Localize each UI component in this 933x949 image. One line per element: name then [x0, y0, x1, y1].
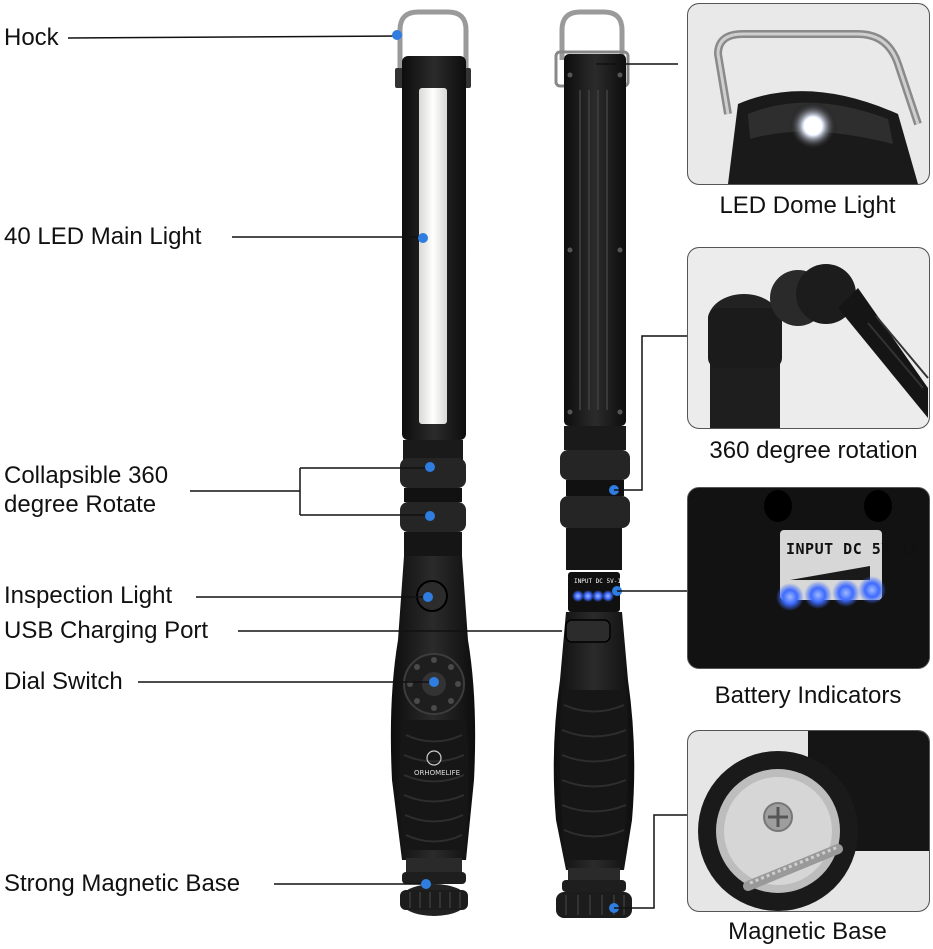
- magnetic-photo: [688, 731, 929, 911]
- main-led-panel: [419, 88, 447, 424]
- caption-battery: Battery Indicators: [714, 682, 902, 709]
- label-inspection: Inspection Light: [4, 582, 173, 609]
- label-rotate-line2: degree Rotate: [4, 491, 157, 518]
- label-rotate-line1: Collapsible 360: [4, 462, 169, 489]
- back-view-light: [553, 9, 635, 918]
- callout-lines-left: [67, 35, 562, 885]
- dome-light-photo: [688, 4, 929, 184]
- panel-battery: INPUT DC 5V-1A: [687, 487, 930, 669]
- hook: [397, 9, 469, 82]
- caption-magnetic: Magnetic Base: [728, 918, 887, 945]
- panel-magnetic: [687, 730, 930, 912]
- front-view-light: [390, 9, 476, 916]
- panel-rotation: [687, 247, 930, 429]
- mini-input-label: INPUT DC 5V-1A: [574, 578, 625, 585]
- brand-name: ORHOMELIFE: [414, 769, 461, 777]
- caption-dome-light: LED Dome Light: [719, 192, 896, 219]
- usb-port-cover: [565, 619, 611, 643]
- label-hook: Hock: [4, 24, 59, 51]
- callout-markers: [392, 30, 622, 913]
- battery-photo: [688, 488, 929, 668]
- callout-lines-right: [596, 63, 688, 909]
- battery-input-label: INPUT DC 5V-1A: [786, 540, 920, 558]
- label-dial: Dial Switch: [4, 668, 123, 695]
- brand-logo: [426, 750, 442, 766]
- label-main-light: 40 LED Main Light: [4, 223, 202, 250]
- panel-dome-light: [687, 3, 930, 185]
- caption-rotation: 360 degree rotation: [709, 437, 918, 464]
- label-magnetic-base: Strong Magnetic Base: [4, 870, 241, 897]
- rotation-photo: [688, 248, 929, 428]
- label-usb: USB Charging Port: [4, 617, 209, 644]
